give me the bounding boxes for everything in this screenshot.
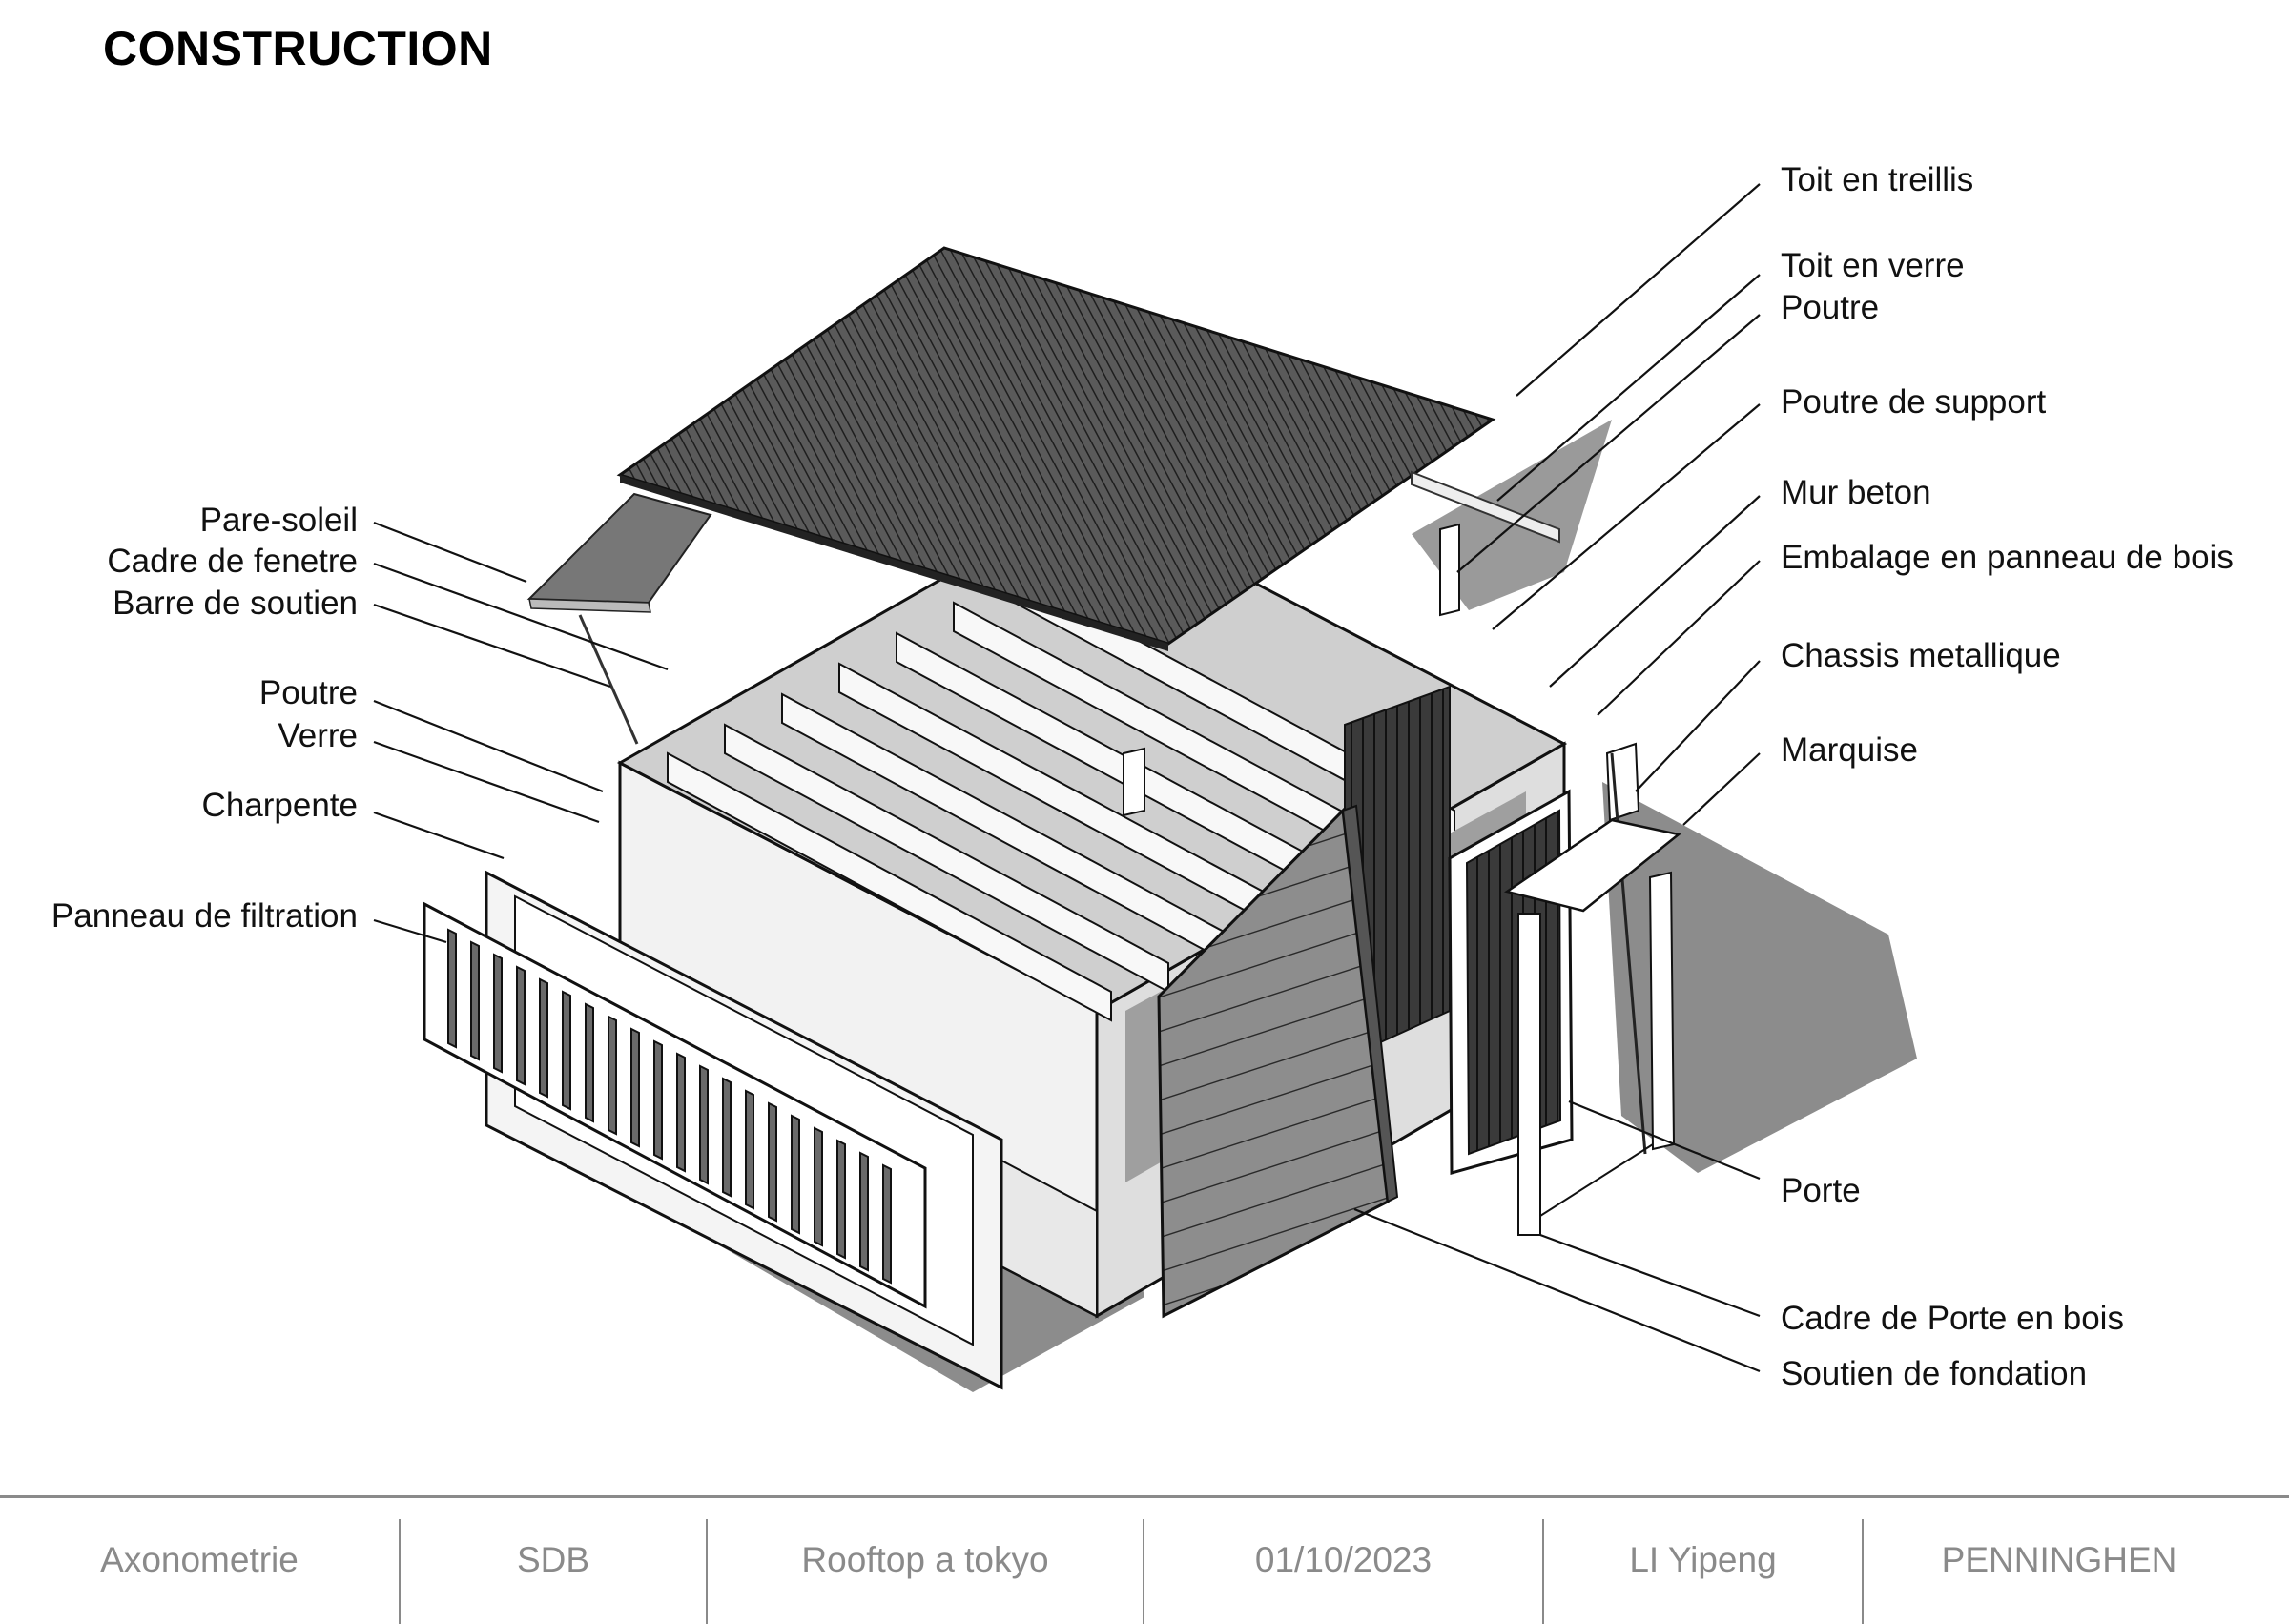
label-toit-en-treillis: Toit en treillis xyxy=(1781,161,1974,198)
footer-divider xyxy=(1542,1519,1544,1624)
label-cadre-de-porte-en-bois: Cadre de Porte en bois xyxy=(1781,1300,2124,1337)
leader-lines xyxy=(373,183,1761,1373)
label-charpente: Charpente xyxy=(201,787,358,824)
door xyxy=(1448,789,1574,1175)
footer-divider xyxy=(1143,1519,1144,1624)
glass-roof xyxy=(1411,470,1560,544)
footer-date: 01/10/2023 xyxy=(1254,1539,1433,1579)
label-embalage-panneau-bois: Embalage en panneau de bois xyxy=(1781,539,2234,576)
title-block-footer: Axonometrie SDB Rooftop a tokyo 01/10/20… xyxy=(0,1495,2289,1624)
label-chassis-metallique: Chassis metallique xyxy=(1781,637,2061,674)
footer-school: PENNINGHEN xyxy=(1941,1539,2177,1579)
label-verre: Verre xyxy=(278,717,358,754)
frame-and-filter-panel xyxy=(423,870,1003,1390)
beams xyxy=(1123,523,1460,817)
label-panneau-de-filtration: Panneau de filtration xyxy=(51,897,358,935)
footer-room: SDB xyxy=(516,1539,590,1579)
axonometric-drawing xyxy=(373,183,1917,1392)
label-toit-en-verre: Toit en verre xyxy=(1781,247,1965,284)
label-soutien-de-fondation: Soutien de fondation xyxy=(1781,1355,2088,1392)
footer-divider xyxy=(399,1519,401,1624)
footer-drawing-type: Axonometrie xyxy=(100,1539,299,1579)
label-cadre-de-fenetre: Cadre de fenetre xyxy=(107,543,358,580)
truss-roof xyxy=(616,246,1496,651)
page-title: CONSTRUCTION xyxy=(103,22,493,75)
label-pare-soleil: Pare-soleil xyxy=(199,502,358,539)
label-marquise: Marquise xyxy=(1781,731,1918,769)
footer-divider xyxy=(1862,1519,1864,1624)
label-mur-beton: Mur beton xyxy=(1781,474,1931,511)
footer-project: Rooftop a tokyo xyxy=(801,1539,1049,1579)
footer-divider xyxy=(706,1519,708,1624)
cladding-panel xyxy=(1157,804,1399,1319)
canopy-and-door-frame xyxy=(1503,818,1681,1236)
label-barre-de-soutien: Barre de soutien xyxy=(113,585,358,622)
label-poutre-right: Poutre xyxy=(1781,289,1880,326)
label-poutre-left: Poutre xyxy=(258,674,358,711)
footer-author: LI Yipeng xyxy=(1629,1539,1777,1579)
label-poutre-de-support: Poutre de support xyxy=(1781,383,2047,421)
label-porte: Porte xyxy=(1781,1172,1861,1209)
sunshade xyxy=(526,492,712,745)
